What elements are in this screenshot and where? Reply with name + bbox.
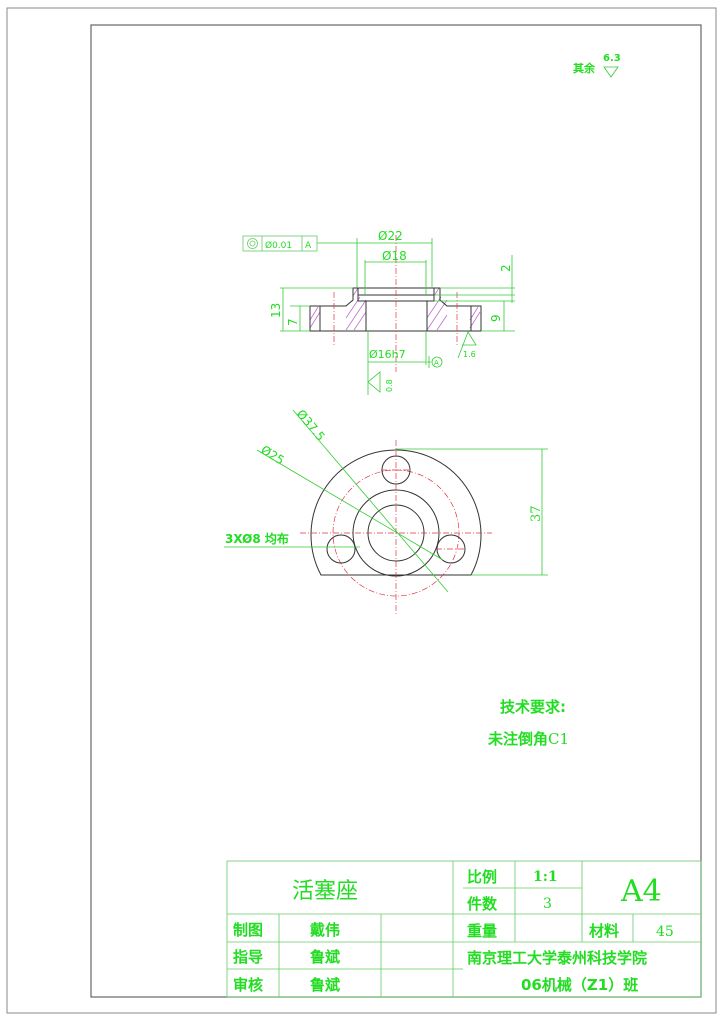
dim-outer-dia: Ø37.5 — [294, 407, 328, 444]
datum-a-icon — [431, 356, 443, 368]
section-view: Ø0.01 A Ø22 Ø18 13 7 2 9 — [242, 229, 515, 395]
dim-total-height: 13 — [269, 303, 283, 318]
svg-text:A: A — [305, 241, 312, 251]
svg-text:比例: 比例 — [467, 868, 497, 886]
dim-inner-collar: Ø18 — [382, 249, 407, 263]
sheet-size: A4 — [620, 874, 662, 909]
dim-slot-height: 2 — [499, 264, 513, 272]
part-name: 活塞座 — [292, 879, 358, 904]
svg-text:指导: 指导 — [233, 948, 263, 966]
roughness-bore-icon — [367, 371, 381, 393]
concentricity-icon — [247, 238, 258, 249]
roughness-note: 其余 6.3 — [573, 53, 621, 78]
svg-text:重量: 重量 — [467, 922, 497, 940]
tolerance-frame: Ø0.01 A — [242, 235, 353, 252]
svg-text:0.8: 0.8 — [385, 379, 394, 392]
svg-text:Ø0.01: Ø0.01 — [265, 240, 292, 251]
svg-text:材料: 材料 — [589, 922, 619, 940]
scale-value: 1:1 — [533, 869, 558, 885]
dim-bore: Ø16h7 — [369, 348, 406, 361]
plan-view: Ø37.5 Ø25 37 3XØ8 均布 — [224, 407, 548, 615]
dim-pitch-dia: Ø25 — [258, 443, 286, 468]
qty-value: 3 — [543, 896, 552, 912]
dim-outer-collar: Ø22 — [378, 229, 403, 243]
svg-text:审核: 审核 — [233, 976, 263, 994]
svg-text:鲁斌: 鲁斌 — [310, 948, 340, 966]
class-name: 06机械（Z1）班 — [521, 976, 638, 994]
svg-text:戴伟: 戴伟 — [310, 921, 340, 939]
school-name: 南京理工大学泰州科技学院 — [467, 949, 647, 967]
svg-text:1.6: 1.6 — [463, 350, 476, 359]
dim-flange-height: 7 — [286, 318, 300, 326]
roughness-label: 其余 — [573, 61, 596, 75]
outer-frame — [6, 7, 717, 1014]
svg-text:制图: 制图 — [233, 921, 263, 939]
tech-req-title: 技术要求: — [500, 698, 566, 716]
dim-right-height: 9 — [489, 314, 503, 322]
roughness-symbol-icon — [603, 66, 619, 78]
svg-text:A: A — [434, 359, 439, 367]
roughness-face-icon — [457, 331, 477, 359]
dim-holes: 3XØ8 均布 — [225, 531, 289, 546]
svg-text:鲁斌: 鲁斌 — [310, 976, 340, 994]
title-block: 活塞座 比例 1:1 件数 3 重量 A4 材料 45 制图 戴伟 指导 鲁斌 … — [226, 860, 702, 998]
svg-text:件数: 件数 — [467, 895, 498, 913]
section-hatch — [309, 287, 481, 331]
tech-req-item: 未注倒角C1 — [487, 730, 569, 748]
material-value: 45 — [656, 924, 674, 940]
roughness-value: 6.3 — [603, 53, 621, 64]
dim-height: 37 — [529, 505, 544, 522]
plan-outline — [310, 449, 482, 576]
section-outline — [309, 287, 482, 332]
